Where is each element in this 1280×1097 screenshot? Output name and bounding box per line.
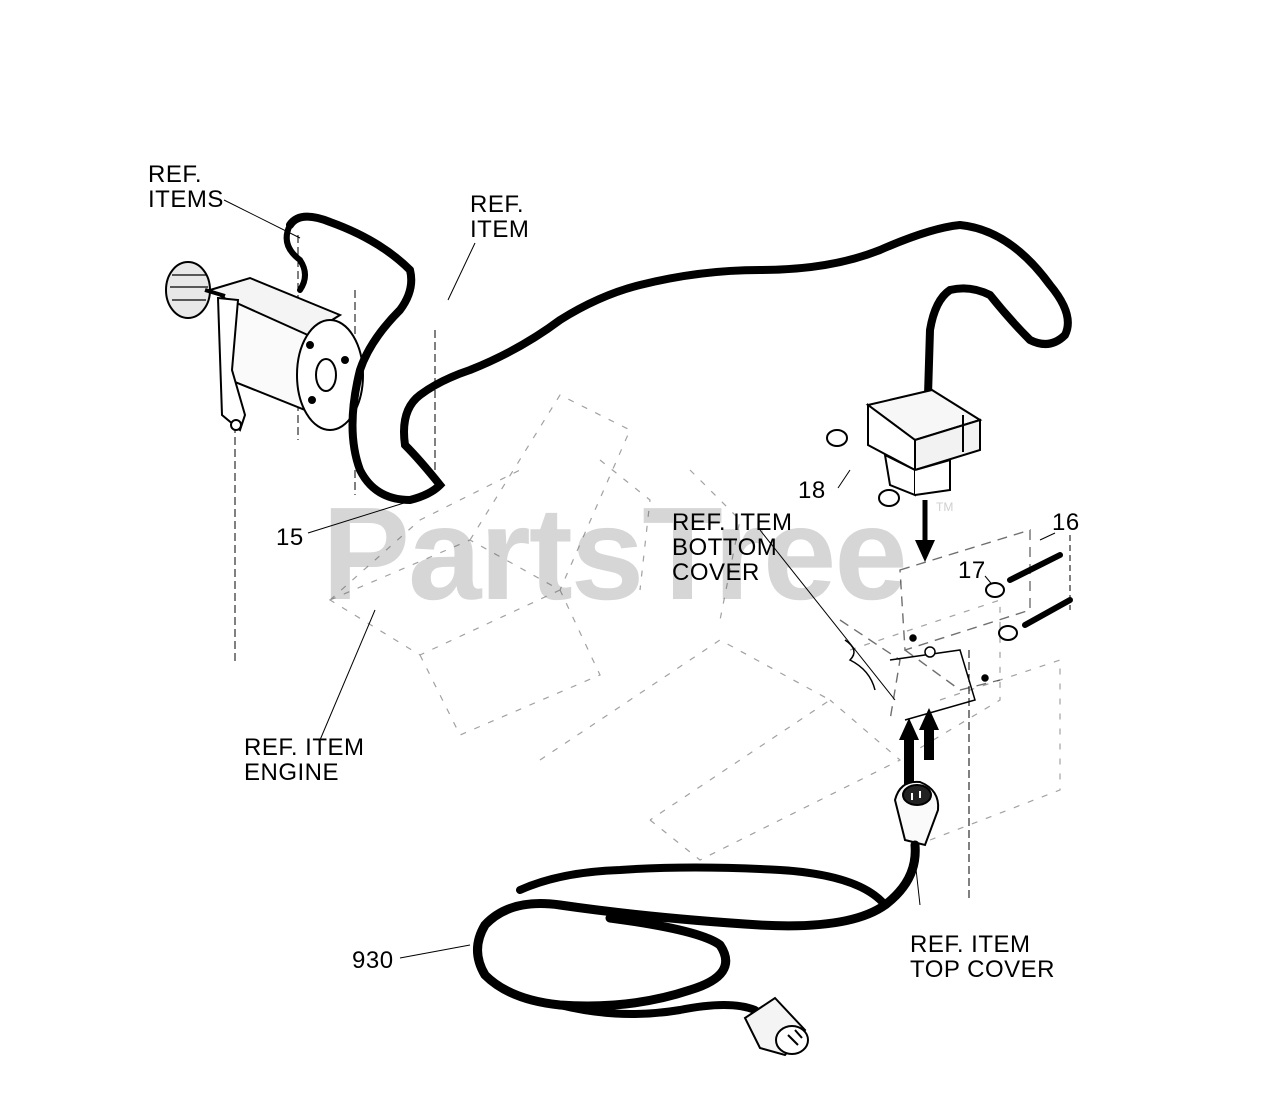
engine-outline bbox=[328, 394, 1061, 861]
cable-loop bbox=[283, 222, 308, 293]
washers-17 bbox=[985, 582, 1018, 641]
label-part-18: 18 bbox=[798, 477, 826, 504]
watermark-trademark: TM bbox=[936, 500, 954, 514]
label-part-15: 15 bbox=[276, 524, 304, 551]
bottom-cover-outline bbox=[839, 529, 1031, 721]
bolts-16 bbox=[1007, 552, 1073, 628]
label-ref-item: REF.ITEM bbox=[470, 191, 530, 243]
label-ref-items: REF.ITEMS bbox=[148, 161, 224, 213]
extension-cord bbox=[473, 840, 920, 1011]
partstree-watermark: PartsTree bbox=[322, 480, 908, 627]
switch-box bbox=[826, 388, 983, 507]
arrows-up bbox=[899, 708, 939, 785]
cord-connector bbox=[893, 780, 940, 847]
cord-plug bbox=[743, 996, 809, 1057]
label-part-930: 930 bbox=[352, 947, 394, 974]
label-part-17: 17 bbox=[958, 557, 986, 584]
leader-lines bbox=[223, 199, 1071, 959]
label-part-16: 16 bbox=[1052, 509, 1080, 536]
bottom-cover-bracket bbox=[844, 634, 989, 721]
starter-motor bbox=[165, 261, 364, 432]
starter-cable bbox=[286, 212, 1072, 505]
